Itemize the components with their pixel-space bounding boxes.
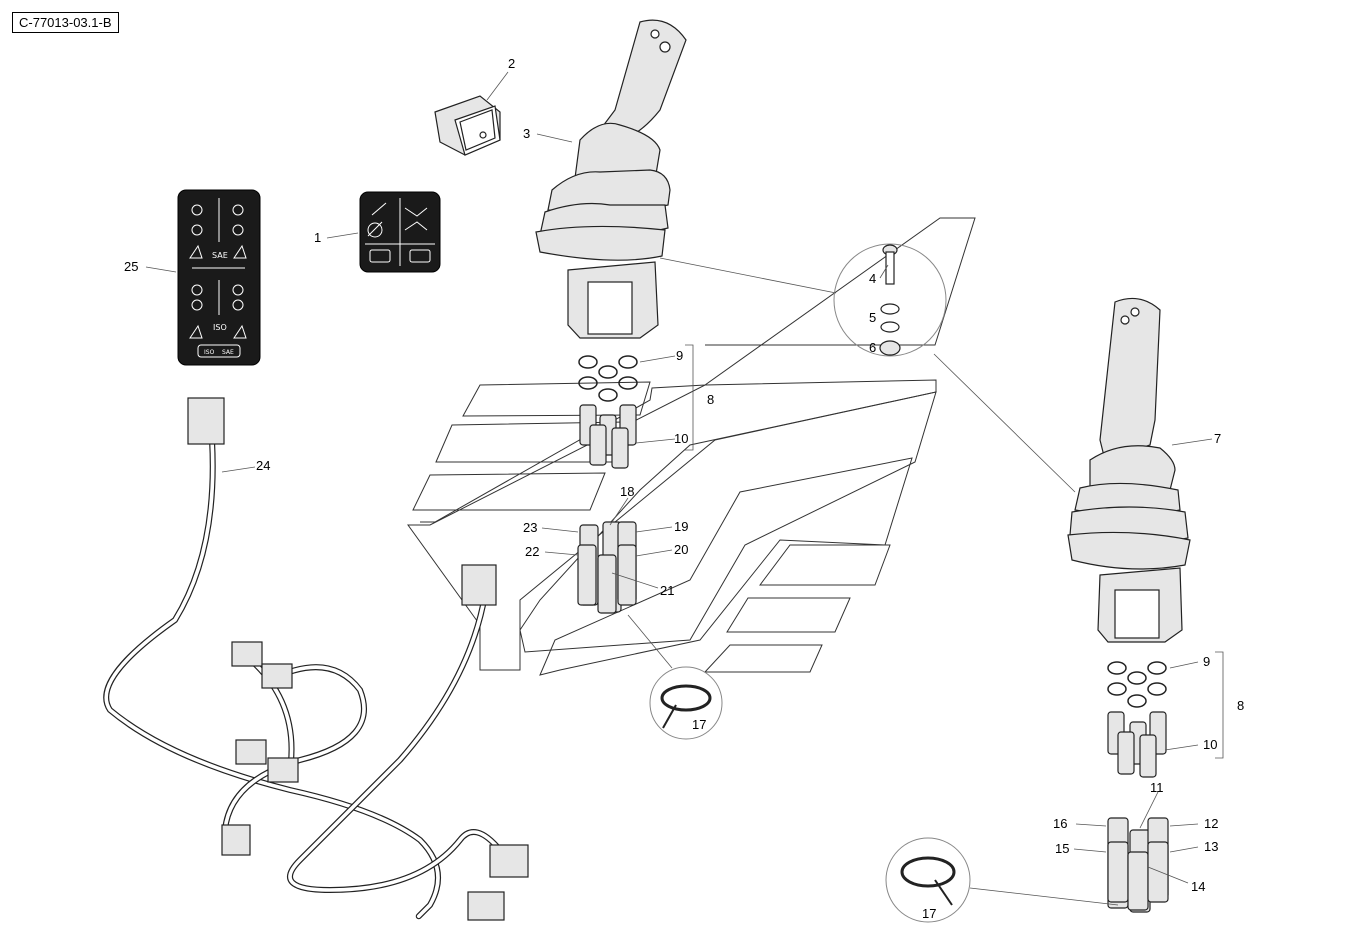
decal-25-sae-small-text: SAE — [222, 349, 234, 356]
connector-pins-18-23 — [577, 521, 637, 614]
harness-24-connector-mid — [461, 564, 497, 606]
washer-5b — [880, 321, 900, 333]
callout-13: 13 — [1204, 839, 1218, 854]
callout-2: 2 — [508, 56, 515, 71]
callout-7: 7 — [1214, 431, 1221, 446]
callout-17-left: 17 — [692, 717, 706, 732]
wiring-harness-24 — [103, 397, 529, 921]
plungers-10-right — [1107, 711, 1167, 778]
callout-15: 15 — [1055, 841, 1069, 856]
callout-5: 5 — [869, 310, 876, 325]
callout-numbers: 1 2 3 4 5 6 7 8 8 9 9 10 10 11 12 13 14 … — [124, 56, 1244, 921]
washer-5a — [880, 303, 900, 315]
callout-3: 3 — [523, 126, 530, 141]
callout-18: 18 — [620, 484, 634, 499]
callout-8-left: 8 — [707, 392, 714, 407]
drawing-reference-code: C-77013-03.1-B — [12, 12, 119, 33]
bolt-4 — [882, 244, 898, 285]
callout-23: 23 — [523, 520, 537, 535]
callout-8-right: 8 — [1237, 698, 1244, 713]
callout-10-right: 10 — [1203, 737, 1217, 752]
group-bracket-8-right — [1215, 651, 1224, 759]
connector-pins-11-16 — [1107, 817, 1169, 913]
callout-6: 6 — [869, 340, 876, 355]
callout-10-left: 10 — [674, 431, 688, 446]
callout-14: 14 — [1191, 879, 1205, 894]
callout-20: 20 — [674, 542, 688, 557]
callout-17-right: 17 — [922, 906, 936, 921]
harness-24-connector-top — [187, 397, 225, 445]
callout-16: 16 — [1053, 816, 1067, 831]
callout-1: 1 — [314, 230, 321, 245]
plungers-10-left — [579, 404, 637, 469]
callout-12: 12 — [1204, 816, 1218, 831]
group-bracket-8-left — [685, 344, 694, 451]
decal-1 — [359, 191, 441, 273]
joystick-3 — [535, 19, 687, 339]
decal-25-iso-small-text: ISO — [204, 349, 215, 356]
decal-25-iso-text: ISO — [213, 323, 227, 332]
nut-6 — [879, 340, 901, 356]
callout-25: 25 — [124, 259, 138, 274]
callout-21: 21 — [660, 583, 674, 598]
callout-22: 22 — [525, 544, 539, 559]
decal-25: SAE ISO ISO SAE — [177, 189, 261, 366]
callout-11: 11 — [1150, 780, 1164, 795]
callout-9-left: 9 — [676, 348, 683, 363]
o-rings-9-left — [578, 355, 638, 402]
rocker-switch-2 — [434, 95, 501, 156]
mounting-plate-outline — [407, 217, 976, 676]
callout-9-right: 9 — [1203, 654, 1210, 669]
cable-tie-17-right — [885, 837, 971, 923]
leader-lines — [145, 71, 1213, 906]
callout-4: 4 — [869, 271, 876, 286]
o-rings-9-right — [1107, 661, 1167, 708]
hardware-detail-circle — [833, 243, 947, 357]
callout-19: 19 — [674, 519, 688, 534]
callout-24: 24 — [256, 458, 270, 473]
joystick-7 — [1067, 297, 1191, 643]
decal-25-sae-text: SAE — [212, 251, 228, 260]
cable-tie-17-left — [649, 666, 723, 740]
